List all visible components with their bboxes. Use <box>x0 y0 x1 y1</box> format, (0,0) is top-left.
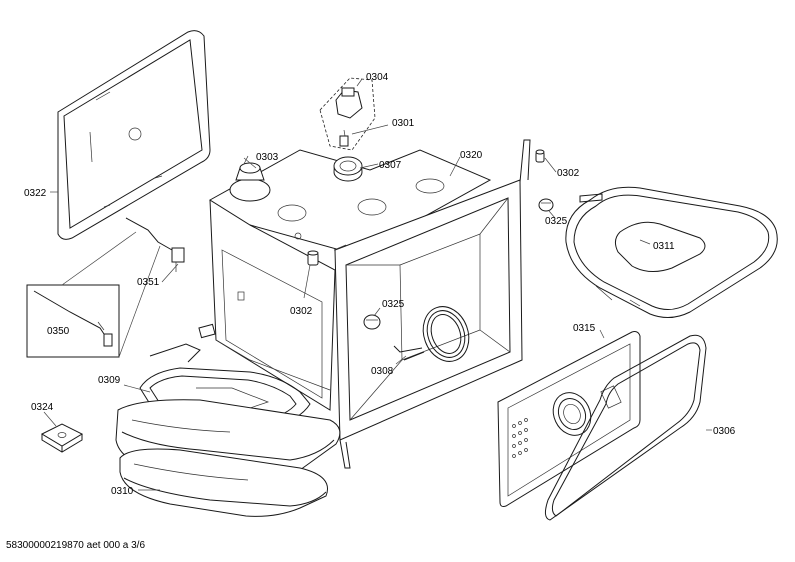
label-0301: 0301 <box>392 118 415 129</box>
label-0303: 0303 <box>256 152 279 163</box>
part-0304-motor-assembly <box>319 77 376 151</box>
part-0325-lamp-cover-left <box>363 314 381 330</box>
label-0322: 0322 <box>24 188 47 199</box>
label-0310: 0310 <box>111 486 134 497</box>
part-labels: 0322 0304 0301 0303 0307 0320 0302 0325 … <box>24 72 736 497</box>
part-0325-lamp-cover-right <box>538 198 554 212</box>
part-0307-gear-ring <box>333 156 363 182</box>
part-0302-lamp-socket-right <box>535 149 545 163</box>
part-0306-door-seal <box>544 334 707 521</box>
label-0324: 0324 <box>31 402 54 413</box>
part-0303-fan-housing <box>229 155 271 202</box>
part-0311-grill-element <box>565 186 778 318</box>
part-0315-back-panel <box>497 331 641 507</box>
label-0307: 0307 <box>379 160 402 171</box>
label-0320: 0320 <box>460 150 483 161</box>
part-0324-spacer <box>40 423 84 453</box>
label-0311: 0311 <box>653 241 675 252</box>
part-0320-oven-body <box>209 139 531 469</box>
label-0309: 0309 <box>98 375 121 386</box>
document-id: 58300000219870 aet 000 a 3/6 <box>6 540 146 551</box>
label-0302-right: 0302 <box>557 168 580 179</box>
label-0306: 0306 <box>713 426 736 437</box>
part-0351-sensor-bracket <box>125 217 185 272</box>
label-0350: 0350 <box>47 326 70 337</box>
label-0304: 0304 <box>366 72 389 83</box>
part-0322-top-panel <box>57 30 211 240</box>
part-0308-ring-heater <box>393 306 470 362</box>
label-0325-right: 0325 <box>545 216 568 227</box>
label-0308: 0308 <box>371 366 394 377</box>
label-0325-mid: 0325 <box>382 299 405 310</box>
label-0351: 0351 <box>137 277 160 288</box>
part-0302-lamp-socket-left <box>307 250 319 266</box>
part-0350-sensor-detail <box>26 284 120 358</box>
label-0302-mid: 0302 <box>290 306 313 317</box>
label-0315: 0315 <box>573 323 596 334</box>
part-0310-insulation <box>115 399 341 517</box>
